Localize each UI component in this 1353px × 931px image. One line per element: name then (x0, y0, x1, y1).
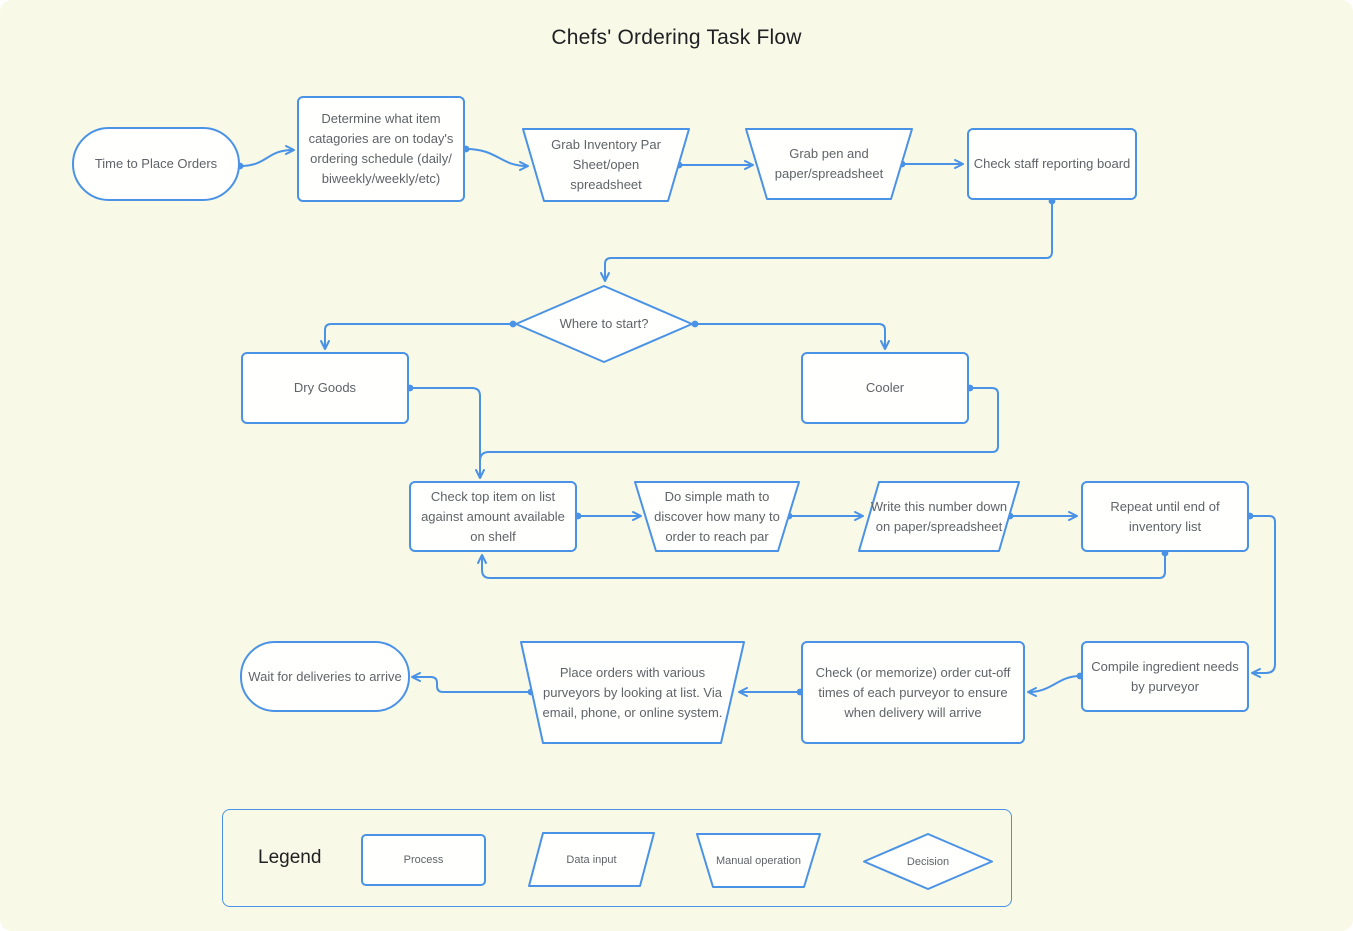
connector-where-cooler (691, 320, 890, 350)
node-label: Check staff reporting board (973, 156, 1131, 171)
legend-label: Process (403, 854, 444, 866)
connector-place-wait (411, 672, 535, 696)
node-check-staff-reporting-board[interactable]: Check staff reporting board (967, 128, 1137, 200)
node-label: Determine what item catagories are on to… (308, 111, 454, 186)
node-label: Grab pen and paper/spreadsheet (774, 146, 884, 181)
node-dry-goods[interactable]: Dry Goods (241, 352, 409, 424)
node-grab-pen-and-paper[interactable]: Grab pen and paper/spreadsheet (745, 128, 913, 200)
legend-item-decision: Decision (863, 833, 993, 890)
node-label: Time to Place Orders (94, 156, 218, 171)
node-determine-item-categories[interactable]: Determine what item catagories are on to… (297, 96, 465, 202)
legend-item-manual-operation: Manual operation (696, 833, 821, 888)
node-label: Cooler (865, 380, 905, 395)
legend-item-data-input: Data input (528, 832, 655, 887)
node-label: Repeat until end of inventory list (1110, 498, 1220, 534)
node-label: Check top item on list against amount av… (421, 488, 565, 544)
node-label: Dry Goods (293, 380, 357, 395)
legend-item-process: Process (361, 834, 486, 886)
connector-checkboard-where (600, 197, 1056, 282)
trapezoid-shape (696, 833, 821, 888)
node-repeat-until-end[interactable]: Repeat until end of inventory list (1081, 481, 1249, 552)
legend-label: Data input (566, 853, 617, 866)
connector-cooler-merge (479, 384, 999, 462)
connector-compile-cutoff (1027, 672, 1084, 697)
connector-drygoods-checktop (406, 384, 485, 479)
node-check-order-cutoff-times[interactable]: Check (or memorize) order cut-off times … (801, 641, 1025, 744)
diagram-title: Chefs' Ordering Task Flow (551, 26, 802, 49)
node-label: Where to start? (559, 316, 649, 331)
node-place-orders-with-purveyors[interactable]: Place orders with various purveyors by l… (520, 641, 745, 744)
connector-start-determine (236, 145, 295, 170)
legend-label: Manual operation (715, 854, 801, 867)
node-time-to-place-orders[interactable]: Time to Place Orders (72, 127, 240, 201)
connector-repeat-loopback (477, 549, 1169, 579)
node-compile-ingredient-needs[interactable]: Compile ingredient needs by purveyor (1081, 641, 1249, 712)
legend-title: Legend (258, 847, 322, 868)
node-label: Grab Inventory Par Sheet/open spreadshee… (551, 137, 661, 192)
node-do-simple-math[interactable]: Do simple math to discover how many to o… (634, 481, 800, 552)
diamond-shape (515, 285, 693, 363)
node-label: Wait for deliveries to arrive (248, 668, 402, 684)
node-decision-where-to-start[interactable]: Where to start? (514, 284, 694, 364)
trapezoid-shape (520, 641, 745, 744)
legend-box: Legend Process Data input Manual operati… (222, 809, 1012, 907)
connector-where-drygoods (320, 320, 517, 350)
legend-label: Decision (906, 855, 950, 868)
node-check-top-item-on-list[interactable]: Check top item on list against amount av… (409, 481, 577, 552)
node-grab-inventory-par-sheet[interactable]: Grab Inventory Par Sheet/open spreadshee… (522, 128, 690, 202)
parallelogram-shape (528, 832, 655, 887)
node-label: Check (or memorize) order cut-off times … (815, 664, 1011, 720)
node-write-number-down[interactable]: Write this number down on paper/spreadsh… (858, 481, 1020, 552)
diamond-shape (863, 833, 993, 890)
connector-determine-grabsheet (462, 145, 529, 171)
connector-repeat-compile (1246, 512, 1276, 678)
node-wait-for-deliveries[interactable]: Wait for deliveries to arrive (240, 641, 410, 712)
node-label: Place orders with various purveyors by l… (542, 664, 723, 720)
node-cooler[interactable]: Cooler (801, 352, 969, 424)
node-label: Compile ingredient needs by purveyor (1091, 658, 1239, 694)
node-label: Write this number down on paper/spreadsh… (870, 498, 1008, 534)
node-label: Do simple math to discover how many to o… (654, 488, 780, 544)
